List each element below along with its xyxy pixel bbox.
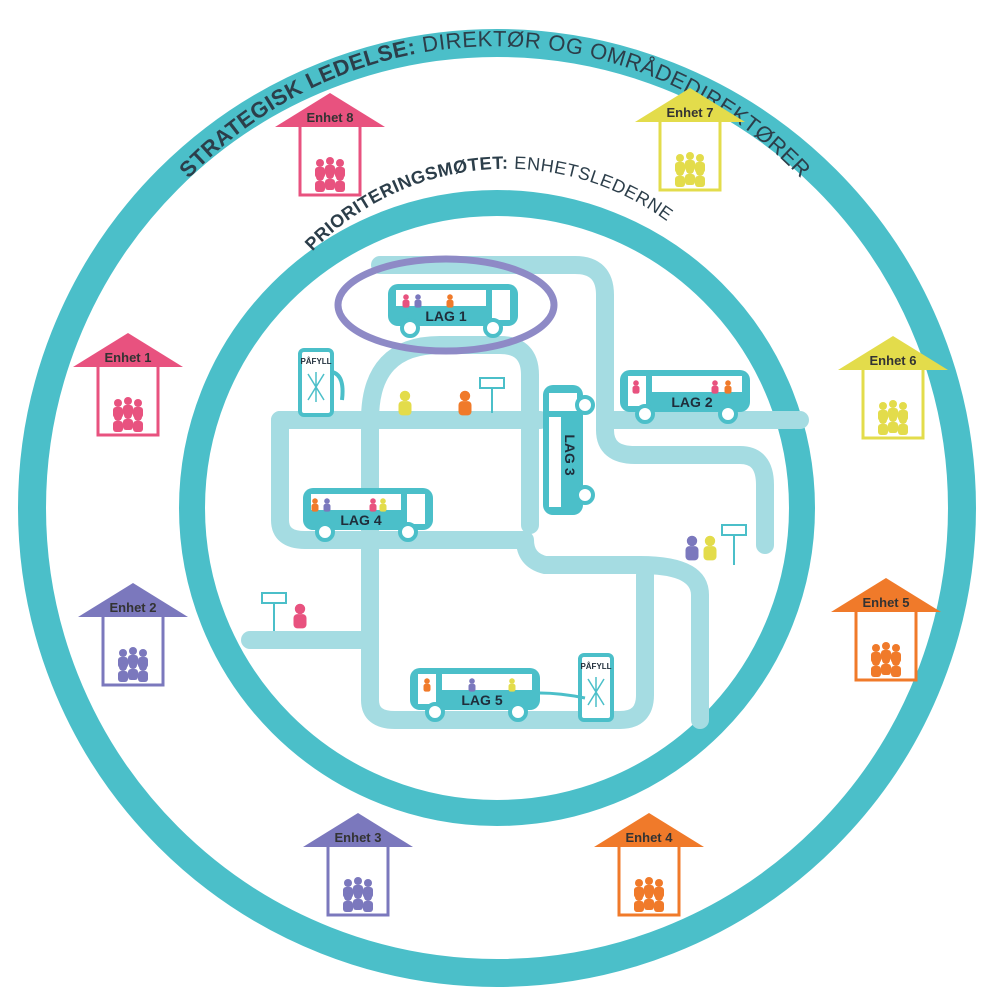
- people-icon: [878, 400, 908, 435]
- people-icon: [343, 877, 373, 912]
- unit-house[interactable]: Enhet 4: [594, 813, 704, 917]
- house-roof-icon: [838, 336, 948, 370]
- unit-label: Enhet 6: [870, 353, 917, 368]
- house-roof-icon: [594, 813, 704, 847]
- bus-stop: [479, 377, 505, 413]
- fuel-label: PÅFYLL: [300, 357, 331, 366]
- team-bus[interactable]: LAG 5: [410, 668, 586, 722]
- team-bus[interactable]: LAG 4: [303, 488, 433, 542]
- house-roof-icon: [73, 333, 183, 367]
- house-roof-icon: [78, 583, 188, 617]
- people-icon: [113, 397, 143, 432]
- waiting-person-icon: [685, 535, 699, 561]
- team-label: LAG 3: [562, 434, 578, 475]
- unit-house[interactable]: Enhet 2: [78, 583, 188, 687]
- people-icon: [634, 877, 664, 912]
- team-bus[interactable]: LAG 3: [543, 385, 595, 515]
- people-icon: [871, 642, 901, 677]
- house-roof-icon: [635, 88, 745, 122]
- team-label: LAG 4: [340, 512, 381, 528]
- team-label: LAG 2: [671, 394, 712, 410]
- house-roof-icon: [303, 813, 413, 847]
- team-label: LAG 1: [425, 308, 466, 324]
- waiting-person-icon: [458, 390, 472, 416]
- people-icon: [315, 157, 345, 192]
- outer-ring: [18, 29, 976, 987]
- house-roof-icon: [831, 578, 941, 612]
- unit-house[interactable]: Enhet 8: [275, 93, 385, 197]
- house-roof-icon: [275, 93, 385, 127]
- inner-ring: [179, 190, 815, 826]
- unit-label: Enhet 8: [307, 110, 354, 125]
- waiting-person-icon: [398, 390, 412, 416]
- unit-label: Enhet 3: [335, 830, 382, 845]
- waiting-person-icon: [703, 535, 717, 561]
- road-network: [241, 256, 809, 729]
- bus-stop: [721, 524, 747, 565]
- waiting-person-icon: [293, 603, 307, 629]
- bus-stop: [261, 592, 287, 631]
- people-icon: [118, 647, 148, 682]
- unit-label: Enhet 5: [863, 595, 910, 610]
- fuel-station: PÅFYLL: [298, 348, 345, 417]
- unit-house[interactable]: Enhet 1: [73, 333, 183, 437]
- unit-house[interactable]: Enhet 3: [303, 813, 413, 917]
- unit-label: Enhet 4: [626, 830, 674, 845]
- team-bus[interactable]: LAG 1: [388, 284, 518, 338]
- unit-house[interactable]: Enhet 7: [635, 88, 745, 192]
- team-label: LAG 5: [461, 692, 502, 708]
- fuel-station: PÅFYLL: [578, 653, 614, 722]
- unit-house[interactable]: Enhet 6: [838, 336, 948, 440]
- unit-label: Enhet 2: [110, 600, 157, 615]
- team-bus[interactable]: LAG 2: [620, 370, 750, 424]
- people-icon: [675, 152, 705, 187]
- unit-label: Enhet 7: [667, 105, 714, 120]
- fuel-label: PÅFYLL: [580, 662, 611, 671]
- unit-house[interactable]: Enhet 5: [831, 578, 941, 682]
- highlight-ring: [334, 255, 558, 355]
- unit-label: Enhet 1: [105, 350, 152, 365]
